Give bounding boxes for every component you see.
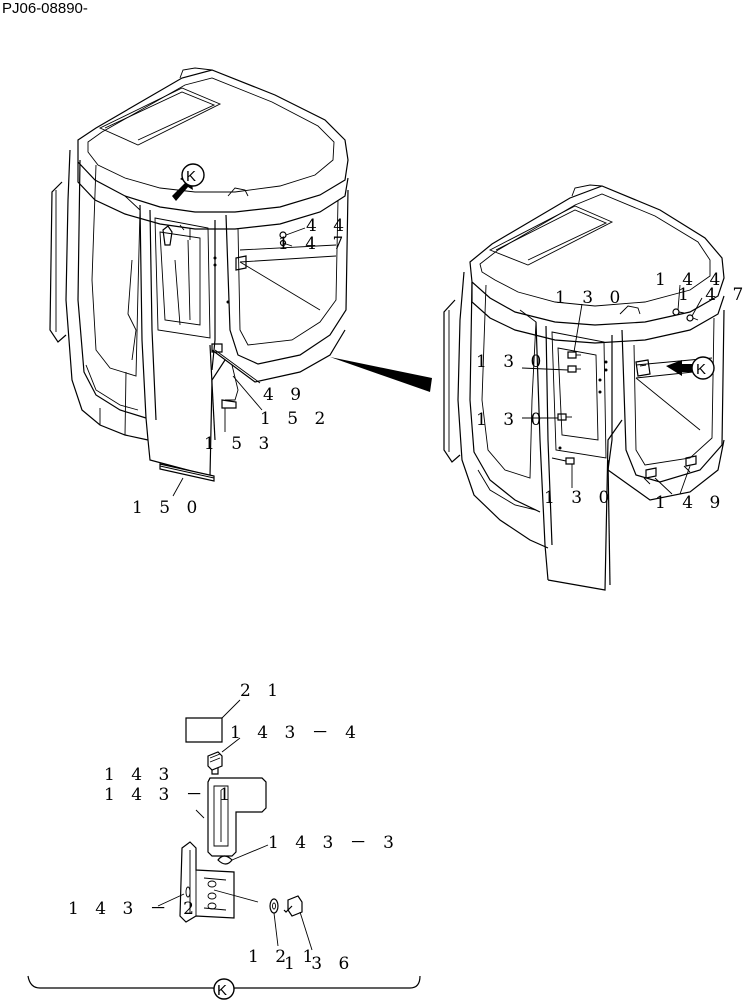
label-147-left: 1 4 7 [278, 234, 349, 254]
label-150: 1 5 0 [132, 498, 203, 518]
view-arrow-k-right [666, 360, 692, 376]
label-143-4: 1 4 3 － 4 [230, 723, 361, 743]
label-143: 1 4 3 [104, 765, 175, 785]
cab-left-view: K [49, 67, 349, 482]
label-143-2: 1 4 3 － 2 [68, 899, 199, 919]
bracket-brace: K [27, 975, 421, 1000]
svg-text:K: K [696, 361, 706, 378]
detail-k-view [157, 699, 313, 951]
label-147-right: 1 4 7 [678, 285, 744, 305]
circle-k-marker [181, 163, 205, 187]
label-152: 1 5 2 [260, 409, 331, 429]
cab-right-view: K [443, 184, 725, 591]
label-130-low: 1 3 0 [476, 410, 547, 430]
label-49: 4 9 [263, 385, 307, 405]
label-44: 4 4 [306, 216, 350, 236]
label-143-1: 1 4 3 － 1 [104, 785, 235, 805]
label-121: 1 2 1 [248, 947, 319, 967]
svg-text:K: K [186, 168, 196, 185]
drawing-code: PJ06-08890- [2, 0, 88, 17]
label-153: 1 5 3 [204, 434, 275, 454]
label-136: 1 3 6 [284, 954, 355, 974]
label-149: 1 4 9 [655, 493, 726, 513]
label-144: 1 4 4 [655, 270, 726, 290]
leader-wedge [330, 357, 432, 392]
label-130-mid: 1 3 0 [476, 352, 547, 372]
circle-k-marker-right [691, 356, 715, 380]
label-130-bottom: 1 3 0 [544, 488, 615, 508]
circle-k-marker-detail [213, 978, 235, 1000]
svg-text:K: K [217, 982, 227, 999]
label-21: 2 1 [240, 681, 284, 701]
label-143-3: 1 4 3 － 3 [268, 833, 399, 853]
label-130-top: 1 3 0 [555, 288, 626, 308]
